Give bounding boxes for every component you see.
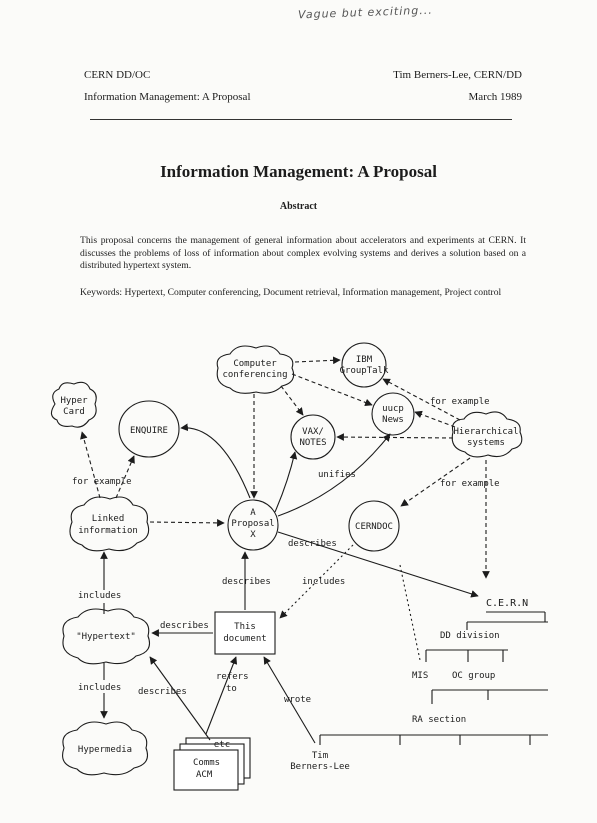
edge-proposal-uucp: [277, 433, 391, 517]
oc-group-label: OC group: [452, 671, 495, 681]
proposal-label-3: X: [250, 530, 256, 540]
abstract-text: This proposal concerns the management of…: [80, 235, 526, 271]
linked-label-2: information: [78, 526, 138, 536]
comms-label-1: Comms: [193, 758, 220, 768]
document-label-2: document: [223, 634, 266, 644]
label-describes-3: describes: [160, 621, 209, 631]
edge-hier-cerndoc: [400, 457, 471, 507]
tim-label-1: Tim: [312, 751, 328, 761]
enquire-label: ENQUIRE: [130, 426, 168, 436]
edge-linked-enquire: [115, 455, 135, 499]
header-date: March 1989: [468, 91, 522, 103]
edge-hier-uucp: [414, 410, 456, 428]
ibm-label-2: GroupTalk: [340, 366, 389, 376]
document-label-1: This: [234, 622, 256, 632]
label-includes-3: includes: [78, 683, 121, 693]
ibm-grouptalk-node: [341, 342, 387, 388]
label-refers-2: to: [226, 684, 237, 694]
hierarchical-label-2: systems: [467, 438, 505, 448]
edge-linked-hypercard: [80, 431, 101, 499]
enquire-node: [118, 400, 180, 458]
cern-label: C.E.R.N: [486, 598, 528, 609]
proposal-label-1: A: [250, 508, 256, 518]
header-author: Tim Berners-Lee, CERN/DD: [393, 69, 522, 81]
edge-proposal-cern: [277, 531, 479, 598]
edge-stack-hypertext: [149, 656, 211, 741]
proposal-node: [227, 499, 279, 551]
hypercard-label-1: Hyper: [60, 396, 88, 406]
conferencing-node: [216, 345, 295, 394]
edge-conf-ibm: [294, 356, 341, 365]
keywords-text: Keywords: Hypertext, Computer conferenci…: [80, 287, 502, 298]
edge-tim-doc: [263, 656, 316, 744]
edge-doc-stack: [205, 656, 238, 735]
vax-notes-node: [290, 414, 336, 460]
ibm-label-1: IBM: [356, 355, 373, 365]
proposal-label-2: Proposal: [231, 519, 274, 529]
ra-section-label: RA section: [412, 715, 466, 725]
edge-hier-vax: [336, 433, 454, 441]
edge-proposal-enquire: [180, 423, 251, 499]
uucp-news-node: [371, 392, 415, 436]
linked-information-node: [69, 496, 150, 552]
conferencing-label-1: Computer: [233, 359, 277, 369]
cerndoc-label: CERNDOC: [355, 522, 393, 532]
hierarchical-label-1: Hierarchical: [453, 427, 518, 437]
hypertext-label: "Hypertext": [76, 632, 136, 642]
edge-linked-proposal: [149, 519, 225, 527]
label-wrote: wrote: [284, 695, 311, 705]
label-unifies: unifies: [318, 470, 356, 480]
label-for-example-top: for example: [430, 397, 490, 407]
this-document-node: [214, 611, 276, 655]
abstract-heading: Abstract: [279, 201, 318, 212]
vax-label-1: VAX/: [302, 427, 324, 437]
uucp-label-1: uucp: [382, 404, 404, 414]
hypermedia-node: [62, 721, 149, 776]
header-rule: [90, 119, 512, 120]
hypermedia-label: Hypermedia: [78, 745, 132, 755]
label-includes-2: includes: [78, 591, 121, 601]
vax-label-2: NOTES: [299, 438, 326, 448]
label-includes-1: includes: [302, 577, 345, 587]
label-describes-1: describes: [288, 539, 337, 549]
edge-proposal-vax: [274, 451, 298, 513]
conferencing-label-2: conferencing: [222, 370, 287, 380]
document-stack-front: [173, 749, 239, 791]
comms-label-2: ACM: [196, 770, 213, 780]
label-refers-1: refers: [216, 672, 249, 682]
hypercard-node: [50, 381, 97, 428]
dd-division-label: DD division: [440, 631, 500, 641]
page-title: Information Management: A Proposal: [160, 162, 437, 181]
tim-label-2: Berners-Lee: [290, 762, 350, 772]
label-for-example-right: for example: [440, 479, 500, 489]
etc-label: etc: [214, 740, 230, 750]
header-org: CERN DD/OC: [84, 69, 151, 81]
label-for-example-left: for example: [72, 477, 132, 487]
linked-label-1: Linked: [92, 514, 125, 524]
mis-label: MIS: [412, 671, 428, 681]
edge-cerndoc-doc: [279, 544, 354, 619]
edge-conf-uucp: [291, 373, 373, 407]
hypercard-label-2: Card: [63, 407, 85, 417]
label-describes-4: describes: [138, 687, 187, 697]
edge-hier-ibm: [382, 378, 461, 421]
label-describes-2: describes: [222, 577, 271, 587]
header-doc-title: Information Management: A Proposal: [84, 91, 251, 103]
cerndoc-node: [348, 500, 400, 552]
hypertext-node: [62, 608, 151, 665]
edge-conf-vax: [280, 385, 304, 416]
edge-cerndoc-mis: [399, 564, 421, 661]
uucp-label-2: News: [382, 415, 404, 425]
hierarchical-node: [451, 411, 523, 458]
